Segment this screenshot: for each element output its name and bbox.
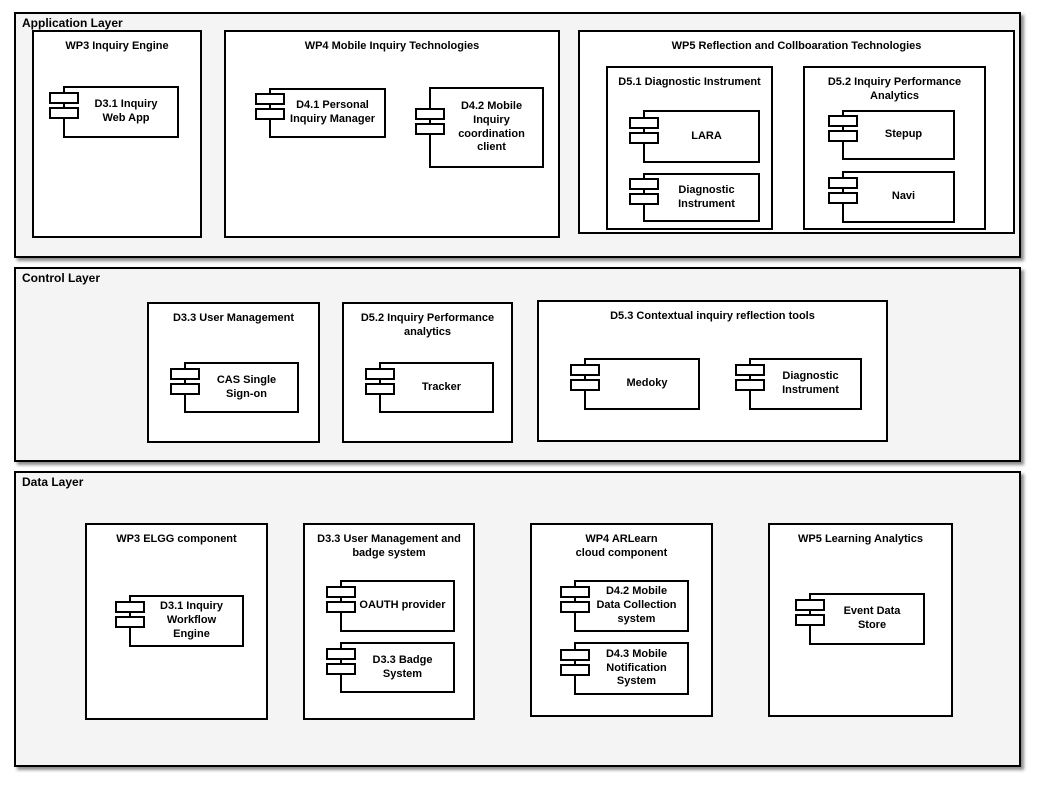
component-label: Diagnostic Instrument — [678, 183, 735, 210]
component-tab-icon — [828, 115, 858, 127]
package-d3-3-user-management-and-badge-system: D3.3 User Management and badge system OA… — [303, 523, 475, 720]
component-label: D4.2 Mobile Data Collection system — [596, 585, 677, 625]
component-tab-icon — [365, 367, 395, 380]
package-d5-2-inquiry-performance-analytics: D5.2 Inquiry Performance analytics Track… — [342, 302, 513, 443]
component-label: Medoky — [626, 377, 668, 390]
component-d3-1-inquiry-web-app: D3.1 Inquiry Web App — [49, 86, 179, 138]
component-label: D3.3 Badge System — [372, 653, 433, 680]
component-label: D3.1 Inquiry Web App — [94, 98, 158, 124]
data-layer-label: Data Layer — [22, 475, 84, 489]
component-diagnostic-instrument: Diagnostic Instrument — [735, 358, 862, 410]
component-tab-icon — [795, 614, 825, 626]
component-label: D3.1 Inquiry Workflow Engine — [160, 600, 223, 640]
component-tab-icon — [828, 177, 858, 189]
package-title: WP4 Mobile Inquiry Technologies — [304, 40, 480, 52]
package-title: WP5 Learning Analytics — [798, 533, 923, 545]
component-label: Stepup — [884, 128, 923, 141]
component-tab-icon — [255, 93, 285, 105]
component-tab-icon — [326, 586, 356, 598]
package-title: D3.3 User Management — [172, 312, 295, 324]
application-layer-label: Application Layer — [22, 16, 123, 30]
component-label: CAS Single Sign-on — [216, 373, 277, 400]
component-tab-icon — [560, 586, 590, 598]
component-diagnostic-instrument: Diagnostic Instrument — [629, 173, 760, 222]
package-title: WP3 ELGG component — [116, 533, 237, 545]
component-tab-icon — [326, 601, 356, 613]
component-label: D4.1 Personal Inquiry Manager — [290, 99, 375, 125]
component-label: Event Data Store — [843, 605, 901, 631]
component-tab-icon — [560, 648, 590, 661]
component-tab-icon — [365, 382, 395, 395]
component-oauth-provider: OAUTH provider — [326, 580, 455, 632]
package-wp3-elgg-component: WP3 ELGG component D3.1 Inquiry Workflow… — [85, 523, 268, 720]
package-wp4-arlearn-cloud-component: WP4 ARLearn cloud component D4.2 Mobile … — [530, 523, 713, 717]
package-title: D5.1 Diagnostic Instrument — [618, 76, 761, 88]
package-title: D5.2 Inquiry Performance analytics — [360, 312, 495, 339]
package-title: WP3 Inquiry Engine — [65, 40, 169, 52]
component-d4-1-personal-inquiry-manager: D4.1 Personal Inquiry Manager — [255, 88, 386, 138]
subpackage-d5-1-diagnostic-instrument: D5.1 Diagnostic Instrument LARA Diagnost… — [606, 66, 773, 230]
component-tab-icon — [629, 192, 659, 205]
control-layer-label: Control Layer — [22, 271, 101, 285]
component-tab-icon — [170, 367, 200, 380]
component-tab-icon — [735, 379, 765, 391]
component-tab-icon — [326, 647, 356, 660]
component-tab-icon — [570, 364, 600, 376]
package-d5-3-contextual-inquiry-reflection-tools: D5.3 Contextual inquiry reflection tools… — [537, 300, 888, 442]
component-lara: LARA — [629, 110, 760, 163]
data-layer: Data Layer WP3 ELGG component D3.1 Inqui… — [14, 471, 1021, 767]
component-d3-1-inquiry-workflow-engine: D3.1 Inquiry Workflow Engine — [115, 595, 244, 647]
component-label: Tracker — [421, 380, 462, 393]
package-wp3-inquiry-engine: WP3 Inquiry Engine D3.1 Inquiry Web App — [32, 30, 202, 238]
component-d3-3-badge-system: D3.3 Badge System — [326, 642, 455, 693]
control-layer: Control Layer D3.3 User Management CAS S… — [14, 267, 1021, 462]
component-stepup: Stepup — [828, 110, 955, 160]
component-cas-single-sign-on: CAS Single Sign-on — [170, 362, 299, 413]
component-label: Navi — [891, 190, 916, 203]
component-tab-icon — [49, 107, 79, 119]
package-wp5-reflection-collaboration-technologies: WP5 Reflection and Collboaration Technol… — [578, 30, 1015, 234]
package-title: WP4 ARLearn cloud component — [575, 533, 668, 560]
subpackage-d5-2-inquiry-performance-analytics: D5.2 Inquiry Performance Analytics Stepu… — [803, 66, 986, 230]
component-tab-icon — [795, 599, 825, 611]
component-tab-icon — [735, 364, 765, 376]
component-tab-icon — [560, 663, 590, 676]
component-tab-icon — [560, 601, 590, 613]
package-title: D3.3 User Management and badge system — [317, 533, 461, 560]
component-tab-icon — [49, 92, 79, 104]
application-layer: Application Layer WP3 Inquiry Engine D3.… — [14, 12, 1021, 258]
package-wp5-learning-analytics: WP5 Learning Analytics Event Data Store — [768, 523, 953, 717]
package-d3-3-user-management: D3.3 User Management CAS Single Sign-on — [147, 302, 320, 443]
package-wp4-mobile-inquiry-technologies: WP4 Mobile Inquiry Technologies D4.1 Per… — [224, 30, 560, 238]
component-tab-icon — [828, 192, 858, 204]
component-tab-icon — [415, 122, 445, 135]
package-title: WP5 Reflection and Collboaration Technol… — [671, 40, 922, 52]
component-tab-icon — [629, 116, 659, 129]
component-event-data-store: Event Data Store — [795, 593, 925, 645]
component-tab-icon — [170, 382, 200, 395]
component-label: OAUTH provider — [359, 599, 446, 612]
component-tab-icon — [828, 130, 858, 142]
component-medoky: Medoky — [570, 358, 700, 410]
package-title: D5.3 Contextual inquiry reflection tools — [610, 310, 815, 322]
component-d4-3-mobile-notification-system: D4.3 Mobile Notification System — [560, 642, 689, 695]
component-tab-icon — [629, 131, 659, 144]
component-tab-icon — [415, 107, 445, 120]
component-tab-icon — [326, 662, 356, 675]
component-d4-2-mobile-inquiry-coordination-client: D4.2 Mobile Inquiry coordination client — [415, 87, 544, 168]
component-tracker: Tracker — [365, 362, 494, 413]
component-label: Diagnostic Instrument — [782, 370, 839, 396]
component-label: D4.3 Mobile Notification System — [605, 647, 668, 688]
component-tab-icon — [570, 379, 600, 391]
component-d4-2-mobile-data-collection-system: D4.2 Mobile Data Collection system — [560, 580, 689, 632]
component-label: D4.2 Mobile Inquiry coordination client — [458, 100, 525, 154]
package-title: D5.2 Inquiry Performance Analytics — [827, 76, 962, 103]
component-navi: Navi — [828, 171, 955, 223]
component-tab-icon — [115, 616, 145, 628]
component-tab-icon — [629, 177, 659, 190]
component-tab-icon — [255, 108, 285, 120]
component-tab-icon — [115, 601, 145, 613]
component-label: LARA — [691, 129, 722, 142]
